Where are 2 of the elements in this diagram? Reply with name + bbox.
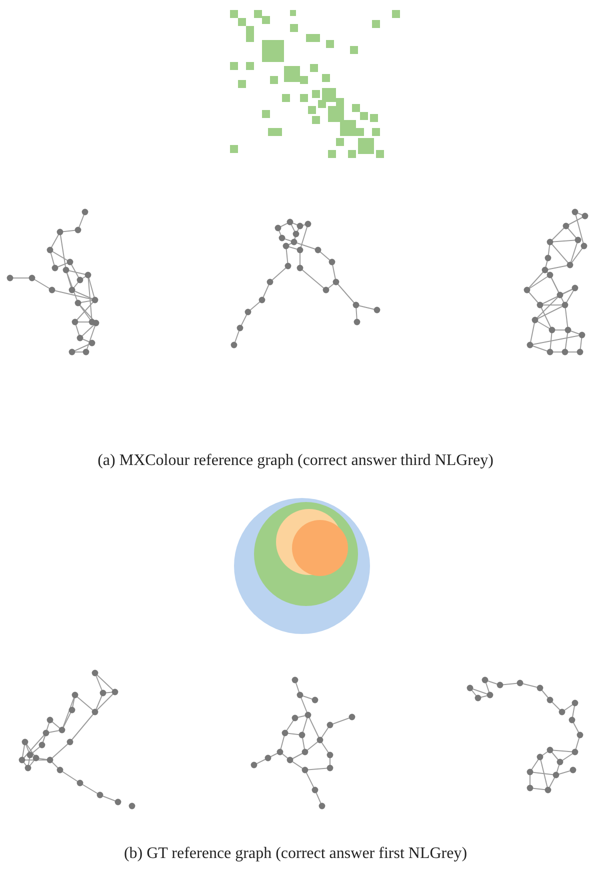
figure-caption: (a) MXColour reference graph (correct answer third NLGrey) [98,452,494,470]
figure-caption: (b) GT reference graph (correct answer first NLGrey) [124,845,468,863]
